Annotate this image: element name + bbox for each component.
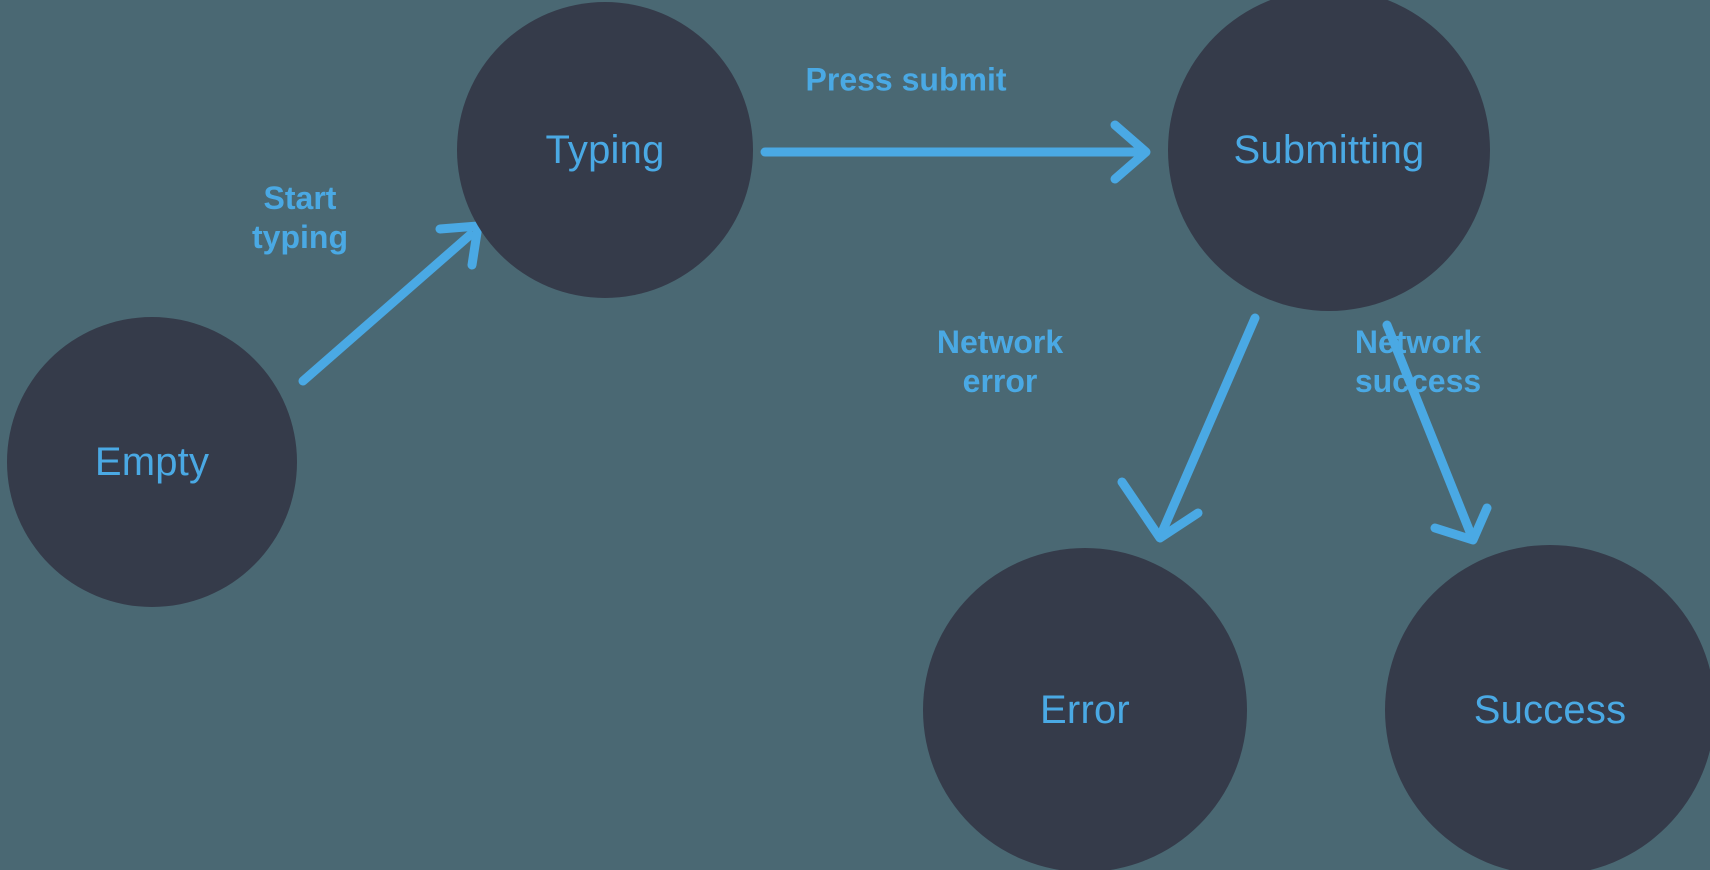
state-node-typing[interactable]: Typing [457, 2, 753, 298]
state-node-label-success: Success [1473, 687, 1627, 732]
state-node-label-error: Error [1040, 687, 1130, 732]
state-node-empty[interactable]: Empty [7, 317, 297, 607]
transition-label-press-submit: Press submit [805, 61, 1007, 98]
transition-label-start-typing: Start typing [252, 179, 348, 255]
state-node-submitting[interactable]: Submitting [1168, 0, 1490, 311]
transition-label-network-success: Network success [1354, 323, 1482, 399]
state-node-label-submitting: Submitting [1233, 127, 1425, 172]
state-node-success[interactable]: Success [1385, 545, 1710, 870]
state-node-label-empty: Empty [94, 439, 210, 484]
transition-arrow-network-error [1117, 313, 1260, 543]
state-node-label-typing: Typing [545, 127, 665, 172]
transition-arrow-press-submit [760, 120, 1151, 184]
transition-label-network-error: Network error [936, 323, 1064, 399]
state-node-error[interactable]: Error [923, 548, 1247, 870]
